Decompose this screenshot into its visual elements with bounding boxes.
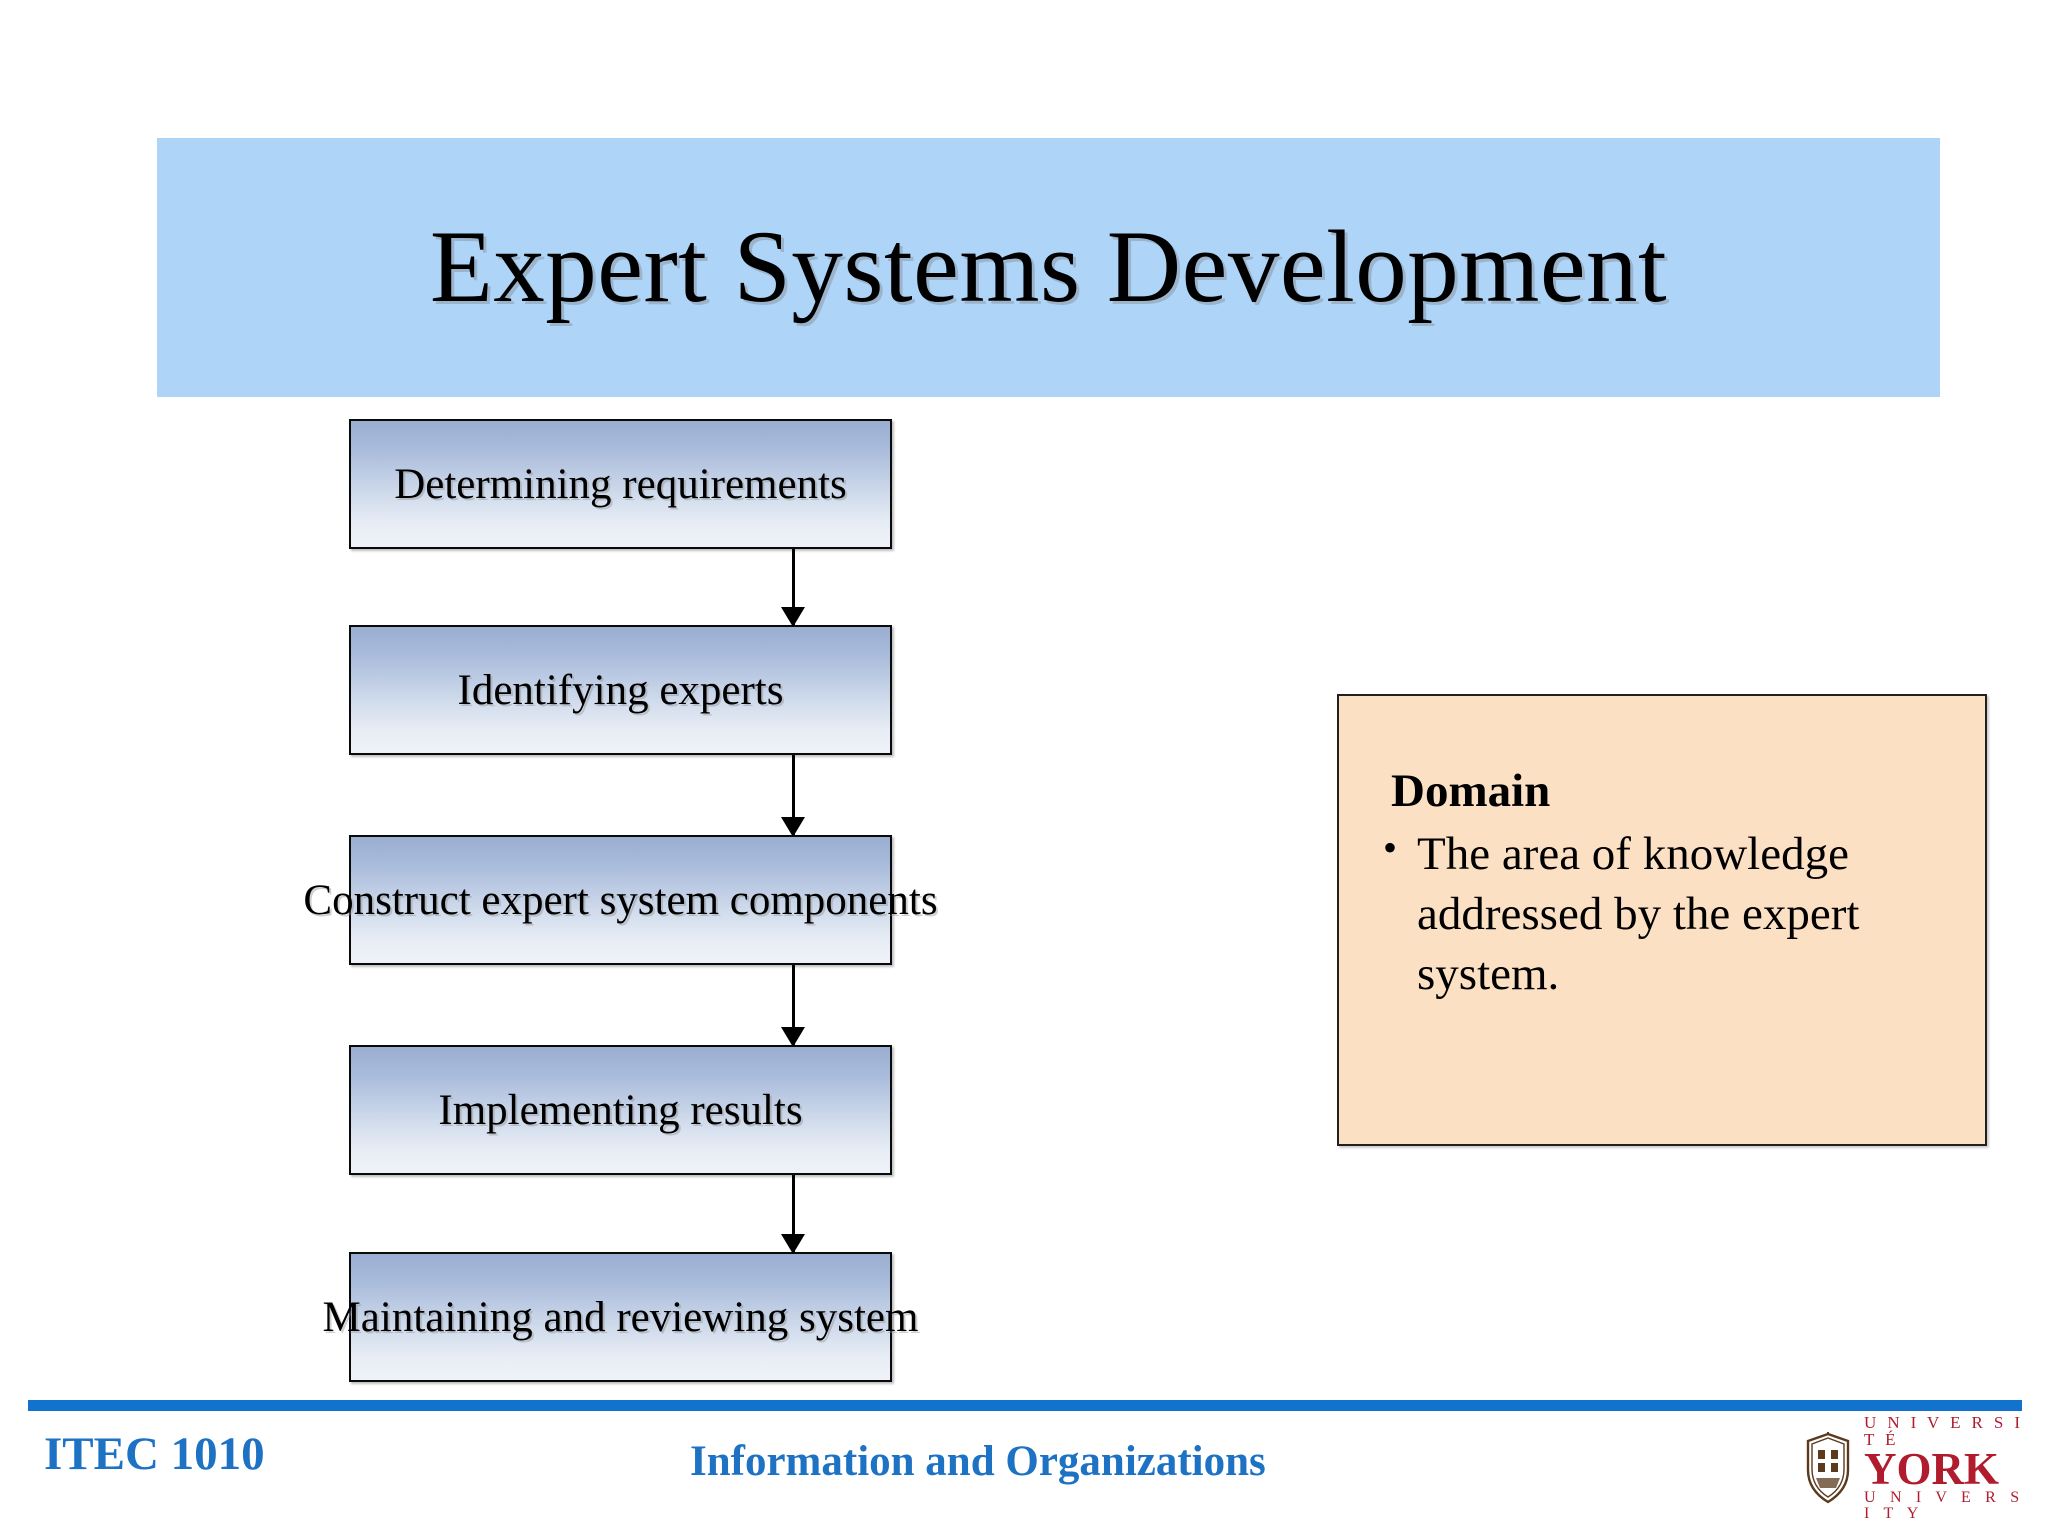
- flow-step-label: Implementing results: [438, 1086, 803, 1134]
- title-banner: Expert Systems Development: [157, 138, 1940, 397]
- york-line-bottom: U N I V E R S I T Y: [1864, 1489, 2025, 1523]
- flow-connector-arrow-icon: [781, 965, 805, 1047]
- arrow-head-icon: [781, 607, 805, 627]
- flow-step-box: Identifying experts: [349, 625, 892, 755]
- arrow-head-icon: [781, 1027, 805, 1047]
- arrow-head-icon: [781, 1234, 805, 1254]
- footer-course-code: ITEC 1010: [44, 1428, 265, 1480]
- domain-callout-box: Domain The area of knowledge addressed b…: [1337, 694, 1987, 1146]
- arrow-head-icon: [781, 817, 805, 837]
- flow-step-box: Construct expert system components: [303, 835, 938, 965]
- york-wordmark: U N I V E R S I T É YORK U N I V E R S I…: [1864, 1414, 2036, 1523]
- flow-step-box: Implementing results: [349, 1045, 892, 1175]
- york-line-top: U N I V E R S I T É: [1864, 1412, 2024, 1449]
- york-line-main: YORK: [1864, 1443, 1999, 1494]
- york-university-logo: U N I V E R S I T É YORK U N I V E R S I…: [1800, 1414, 2036, 1522]
- flow-connector-arrow-icon: [781, 549, 805, 627]
- flow-step-label: Maintaining and reviewing system: [322, 1293, 919, 1341]
- york-university-crest-icon: [1806, 1432, 1850, 1504]
- page-title: Expert Systems Development: [429, 210, 1668, 325]
- domain-bullet-item: The area of knowledge addressed by the e…: [1373, 822, 1951, 1004]
- flow-step-label: Construct expert system components: [303, 876, 938, 924]
- flow-step-box: Determining requirements: [349, 419, 892, 549]
- domain-bullet-list: The area of knowledge addressed by the e…: [1373, 822, 1951, 1004]
- flow-connector-arrow-icon: [781, 1175, 805, 1254]
- footer-divider: [28, 1400, 2022, 1411]
- footer-subject-title: Information and Organizations: [690, 1438, 1266, 1485]
- flow-connector-arrow-icon: [781, 755, 805, 837]
- flow-step-label: Identifying experts: [457, 666, 784, 714]
- flow-step-box: Maintaining and reviewing system: [323, 1252, 918, 1382]
- domain-heading: Domain: [1391, 765, 1551, 817]
- flow-step-label: Determining requirements: [394, 460, 847, 508]
